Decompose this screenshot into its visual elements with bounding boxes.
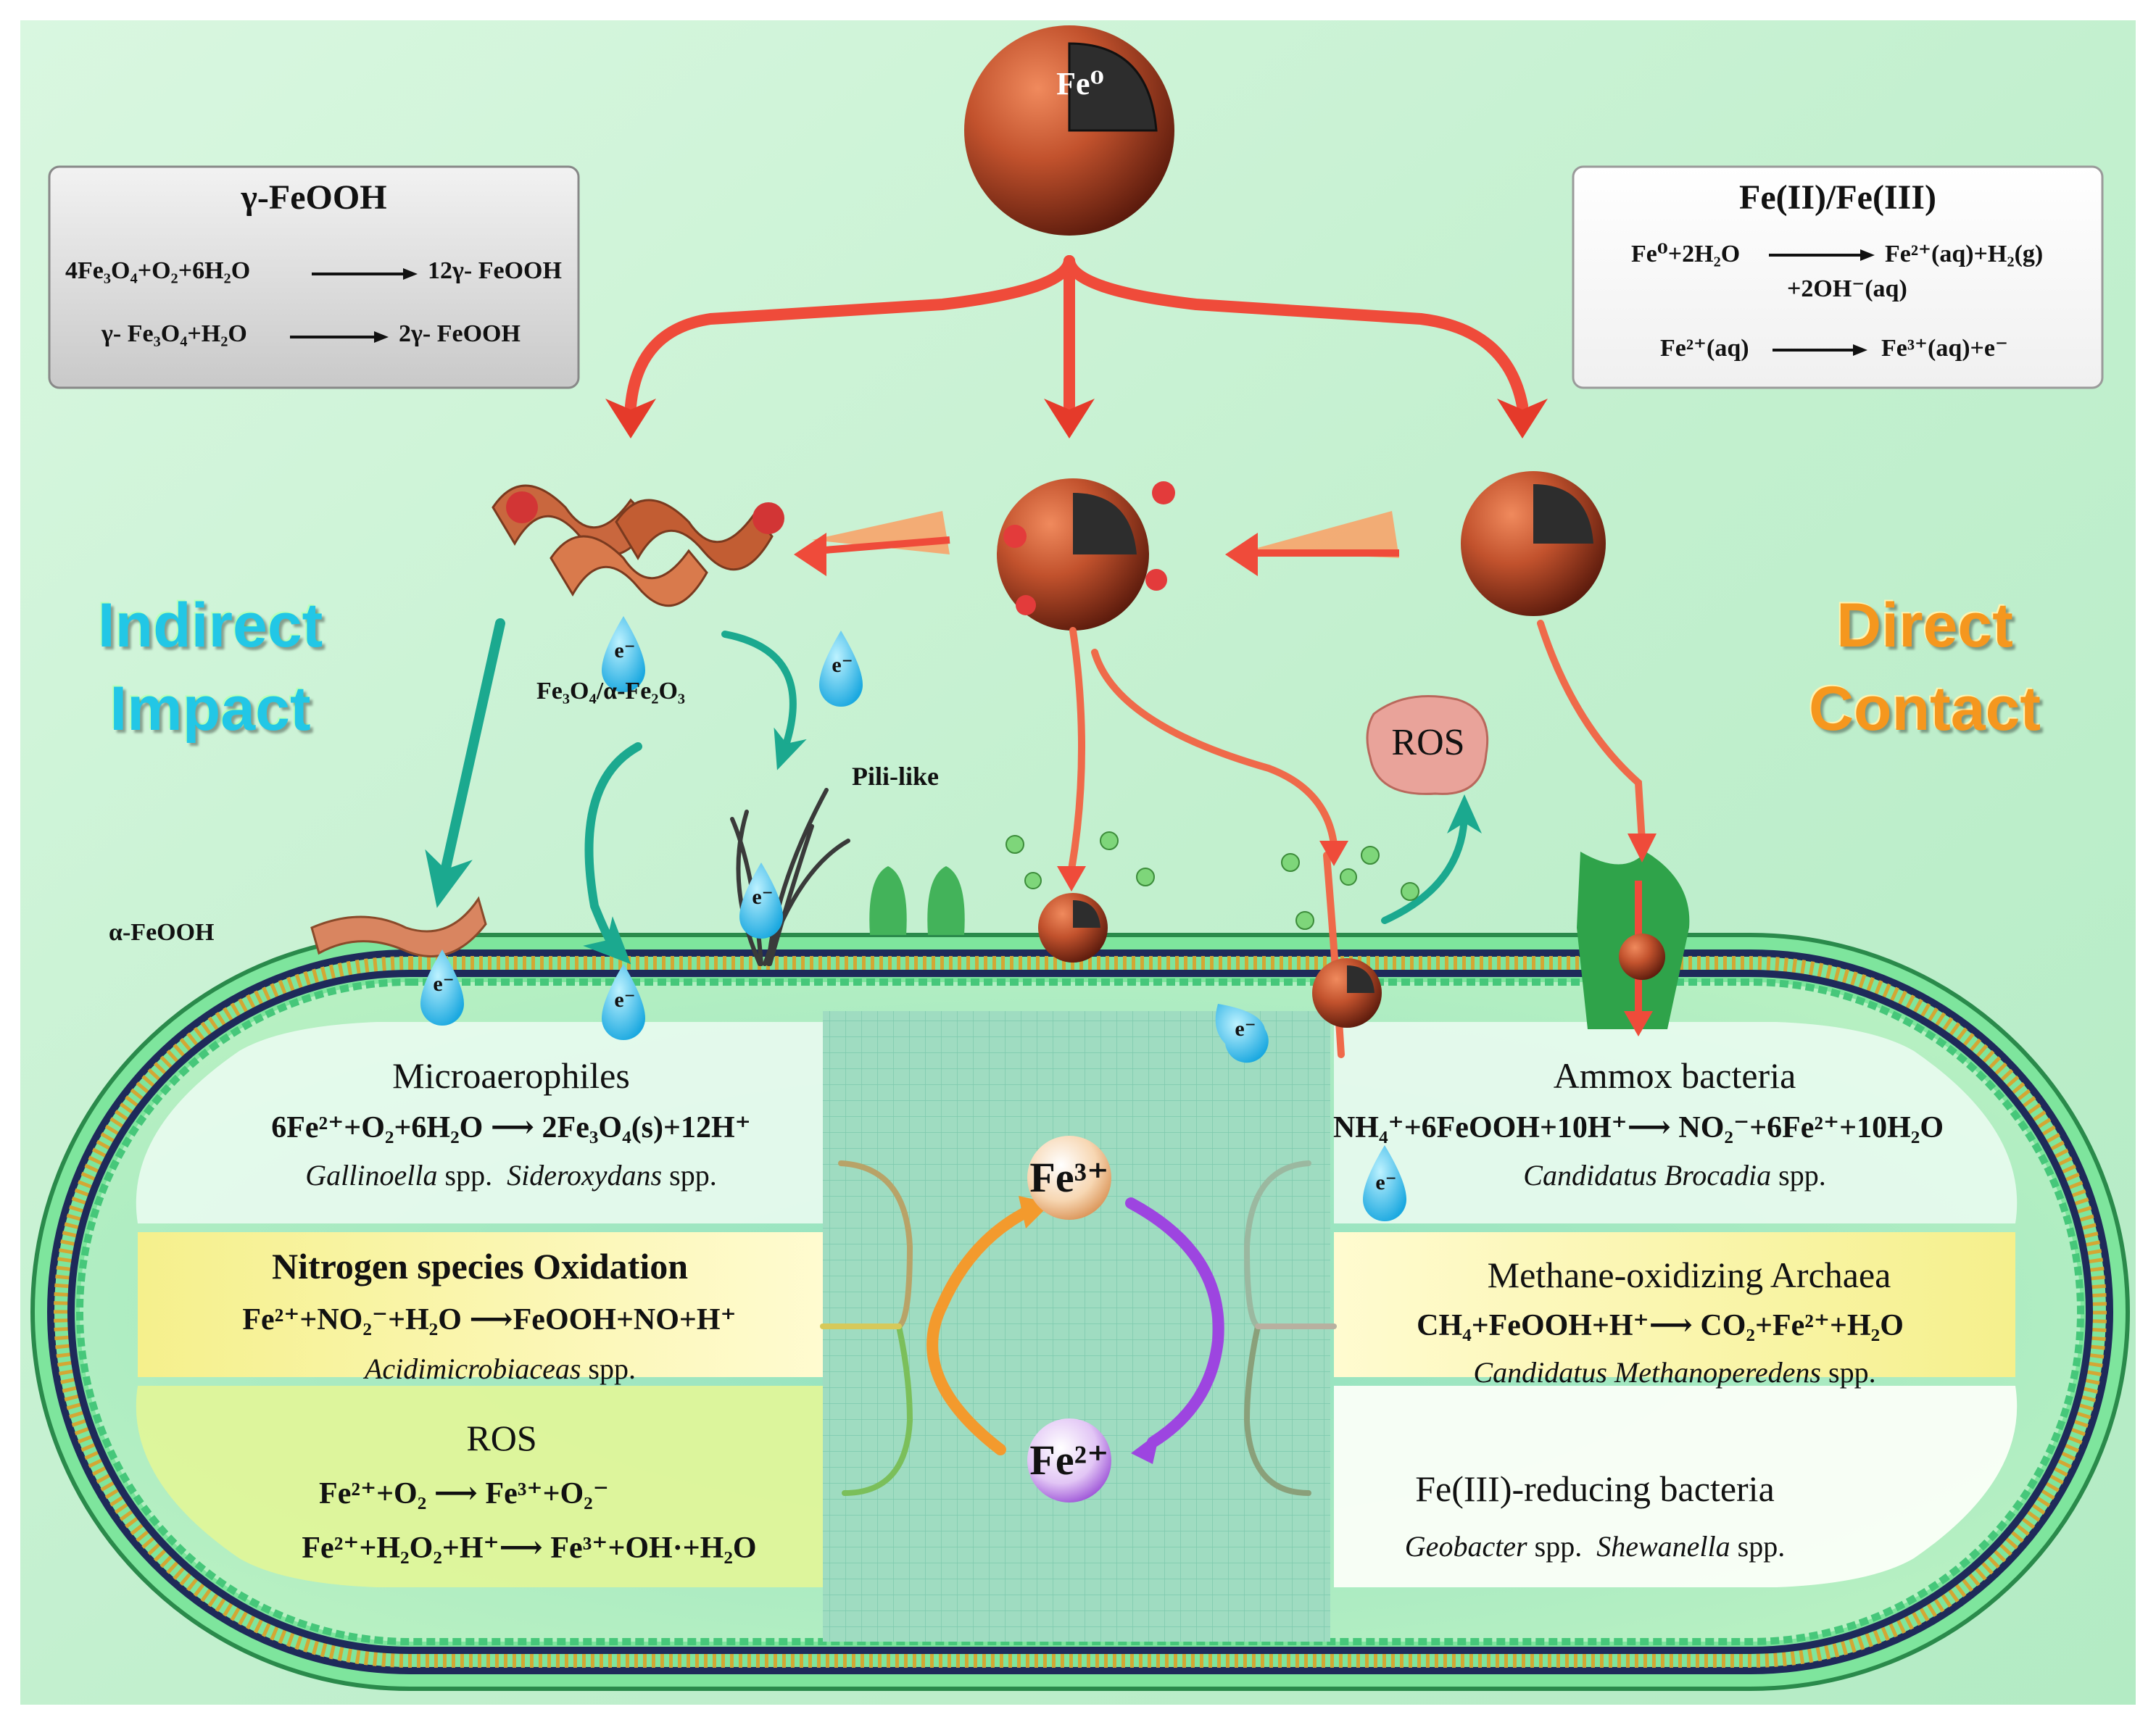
panel-ros-title: ROS bbox=[466, 1418, 537, 1458]
fe-cycle bbox=[926, 1136, 1224, 1502]
gamma-eq1-right: 12γ- FeOOH bbox=[428, 257, 562, 284]
fe23-box bbox=[1572, 165, 2104, 389]
electron-label: e⁻ bbox=[433, 972, 455, 996]
membrane-arrows bbox=[1068, 620, 1646, 1058]
fe23-title: Fe(II)/Fe(III) bbox=[1739, 178, 1936, 217]
right-panels bbox=[1334, 1022, 2018, 1587]
electron-label: e⁻ bbox=[1235, 1017, 1256, 1041]
alpha-feooh-ribbon bbox=[310, 896, 487, 957]
membrane-particles bbox=[1038, 893, 1665, 1028]
electron-droplets bbox=[420, 616, 1406, 1221]
panel-ammox-species: Candidatus Brocadia spp. bbox=[1523, 1159, 1826, 1192]
alpha-feooh-label: α-FeOOH bbox=[109, 919, 215, 946]
panel-fe3-reducing-species: Geobacter spp. Shewanella spp. bbox=[1404, 1530, 1786, 1563]
electron-label: e⁻ bbox=[614, 988, 636, 1012]
panel-microaerophiles-title: Microaerophiles bbox=[392, 1055, 630, 1096]
indirect-label-2: Impact bbox=[109, 674, 311, 744]
panel-fe3-reducing-title: Fe(III)-reducing bacteria bbox=[1415, 1468, 1775, 1509]
panel-ros-eq2: Fe²⁺+H₂O₂+H⁺⟶ Fe³⁺+OH·+H₂O bbox=[302, 1531, 757, 1565]
panel-nitrogen-eq: Fe²⁺+NO₂⁻+H₂O ⟶FeOOH+NO+H⁺ bbox=[242, 1303, 737, 1337]
electron-label: e⁻ bbox=[752, 885, 774, 909]
direct-label-2: Contact bbox=[1808, 674, 2041, 744]
fe23-eq1-left: Fe⁰+2H₂O bbox=[1631, 241, 1741, 267]
gamma-eq2-right: 2γ- FeOOH bbox=[399, 320, 521, 347]
fe23-eq1-cont: +2OH⁻(aq) bbox=[1787, 275, 1907, 302]
arrowhead-right bbox=[1497, 399, 1548, 438]
fe23-eq1-right: Fe²⁺(aq)+H₂(g) bbox=[1885, 241, 2044, 267]
panel-microaerophiles-species: Gallinoella spp. Sideroxydans spp. bbox=[305, 1159, 717, 1192]
panel-ammox-title: Ammox bacteria bbox=[1553, 1055, 1796, 1096]
lipid-particles bbox=[1006, 831, 1419, 930]
panel-methane-title: Methane-oxidizing Archaea bbox=[1487, 1255, 1891, 1295]
panel-methane-species: Candidatus Methanoperedens spp. bbox=[1473, 1356, 1876, 1389]
electron-label: e⁻ bbox=[832, 653, 853, 677]
gamma-feooh-title: γ-FeOOH bbox=[241, 178, 387, 217]
horizontal-arrows bbox=[794, 511, 1399, 576]
left-panels bbox=[136, 1022, 823, 1587]
fe3o4-label: Fe₃O₄/α-Fe₂O₃ bbox=[536, 678, 686, 704]
gamma-eq2-left: γ- Fe₃O₄+H₂O bbox=[101, 320, 247, 347]
fe0-label: Fe⁰ bbox=[1056, 66, 1104, 101]
pili-fibers bbox=[730, 788, 850, 966]
arrowhead-mid bbox=[1044, 399, 1095, 438]
panel-ammox-eq: NH₄⁺+6FeOOH+10H⁺⟶ NO₂⁻+6Fe²⁺+10H₂O bbox=[1332, 1111, 1944, 1144]
fe2-ion: Fe²⁺ bbox=[1029, 1437, 1109, 1484]
pili-label: Pili-like bbox=[852, 762, 939, 791]
arrowhead-left bbox=[605, 399, 656, 438]
ros-blob-label: ROS bbox=[1391, 722, 1465, 763]
electron-label: e⁻ bbox=[614, 639, 636, 662]
red-branch-arrows bbox=[625, 255, 1528, 412]
fe0-sphere bbox=[964, 25, 1174, 236]
mid-sphere-center bbox=[997, 478, 1175, 631]
electron-label: e⁻ bbox=[1375, 1171, 1397, 1194]
brackets bbox=[820, 1160, 1337, 1496]
panel-ros-eq1: Fe²⁺+O₂ ⟶ Fe³⁺+O₂⁻ bbox=[319, 1477, 609, 1510]
fe3o4-ribbons bbox=[492, 484, 784, 607]
fe23-eq2-left: Fe²⁺(aq) bbox=[1660, 335, 1749, 362]
mid-sphere-right bbox=[1461, 471, 1606, 616]
panel-methane-eq: CH₄+FeOOH+H⁺⟶ CO₂+Fe²⁺+H₂O bbox=[1417, 1309, 1904, 1342]
panel-nitrogen-species: Acidimicrobiaceas spp. bbox=[364, 1352, 637, 1385]
indirect-label-1: Indirect bbox=[97, 591, 323, 660]
fe23-eq2-right: Fe³⁺(aq)+e⁻ bbox=[1881, 335, 2008, 362]
gamma-feooh-box bbox=[48, 165, 580, 389]
gamma-eq1-left: 4Fe₃O₄+O₂+6H₂O bbox=[65, 257, 251, 284]
teal-arrows bbox=[425, 618, 1482, 965]
direct-label-1: Direct bbox=[1836, 591, 2013, 660]
panel-nitrogen-title: Nitrogen species Oxidation bbox=[271, 1246, 689, 1287]
ros-blob bbox=[1366, 695, 1489, 795]
cytoplasm-grid bbox=[823, 1011, 1330, 1642]
panel-microaerophiles-eq: 6Fe²⁺+O₂+6H₂O ⟶ 2Fe₃O₄(s)+12H⁺ bbox=[271, 1111, 751, 1144]
fe3-ion: Fe³⁺ bbox=[1029, 1154, 1109, 1201]
